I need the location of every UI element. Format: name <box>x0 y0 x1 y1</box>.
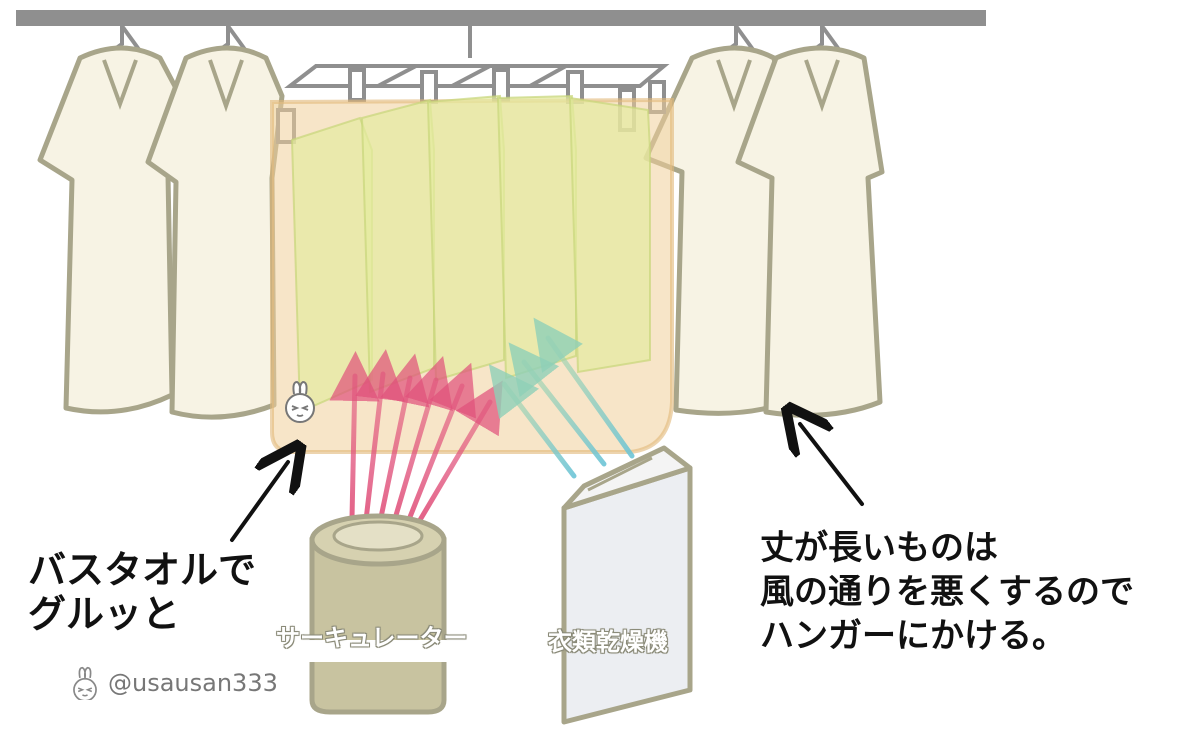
rabbit-logo-icon <box>73 666 97 700</box>
pointer-arrow-icon <box>800 424 864 506</box>
pointer-arrow-icon <box>230 462 288 542</box>
long-caption-line-1: 丈が長いものは <box>760 528 998 568</box>
credit: @usausan333 <box>68 666 278 700</box>
circulator <box>308 513 448 715</box>
towel-caption-line-2: グルッと <box>28 592 181 636</box>
dryer-airflow <box>488 317 635 479</box>
towel-caption: バスタオルで グルッと <box>28 548 256 636</box>
dryer-label: 衣類乾燥機 <box>548 628 668 656</box>
warm-airflow <box>329 349 503 525</box>
long-caption-line-2: 風の通りを悪くするので <box>760 572 1134 612</box>
shirt-left-back <box>37 19 181 415</box>
towel-caption-line-1: バスタオルで <box>28 548 257 592</box>
hanging-rod <box>16 10 986 26</box>
long-caption-line-3: ハンガーにかける。 <box>760 616 1066 656</box>
clothes-dryer <box>561 445 693 725</box>
bath-towel-wrap <box>270 94 674 454</box>
circulator-label: サーキュレーター <box>276 624 468 652</box>
long-items-caption: 丈が長いものは 風の通りを悪くするので ハンガーにかける。 <box>760 526 1134 658</box>
credit-handle: @usausan333 <box>108 669 278 697</box>
rabbit-logo-icon <box>285 380 315 423</box>
